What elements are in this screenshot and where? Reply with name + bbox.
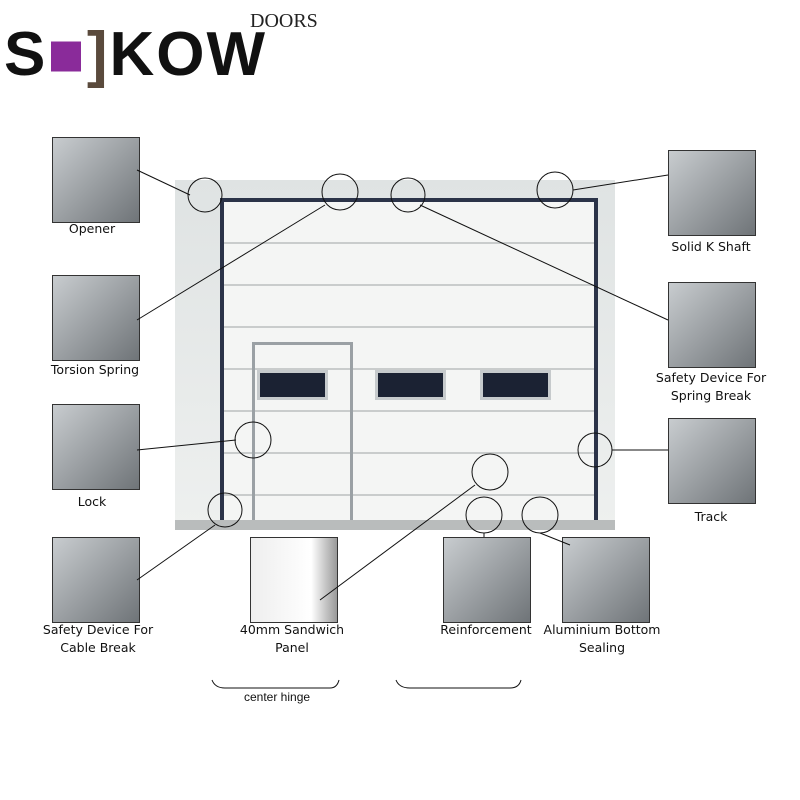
door-window [257,370,328,400]
track-label: Track [694,509,728,524]
door-window [375,370,446,400]
safety-spring-image [668,282,756,368]
sodkow-logo: S■]KOW DOORS [4,10,324,86]
door-window [480,370,551,400]
torsion-spring-image [52,275,140,361]
logo-wordmark: S■]KOW [4,20,267,89]
sandwich-panel-image [250,537,338,623]
bottom-sealing-label: Aluminium Bottom Sealing [543,622,661,655]
track-image [668,418,756,504]
opener-label: Opener [68,221,116,236]
door-panels [220,198,598,528]
reinforcement-image [443,537,531,623]
lock-label: Lock [77,494,107,509]
safety-spring-label: Safety Device For Spring Break [655,370,767,403]
sandwich-panel-label: 40mm Sandwich Panel [239,622,345,655]
k-shaft-label: Solid K Shaft [671,239,751,254]
safety-cable-image [52,537,140,623]
safety-cable-label: Safety Device For Cable Break [42,622,154,655]
reinforcement-label: Reinforcement [440,622,532,637]
k-shaft-image [668,150,756,236]
logo-subtitle: DOORS [250,10,318,32]
lock-image [52,404,140,490]
bottom-sealing-image [562,537,650,623]
callout-circles [187,171,613,534]
garage-door-photo [175,180,615,530]
opener-image [52,137,140,223]
torsion-spring-label: Torsion Spring [50,362,140,377]
center-hinge-caption: center hinge [244,690,311,704]
